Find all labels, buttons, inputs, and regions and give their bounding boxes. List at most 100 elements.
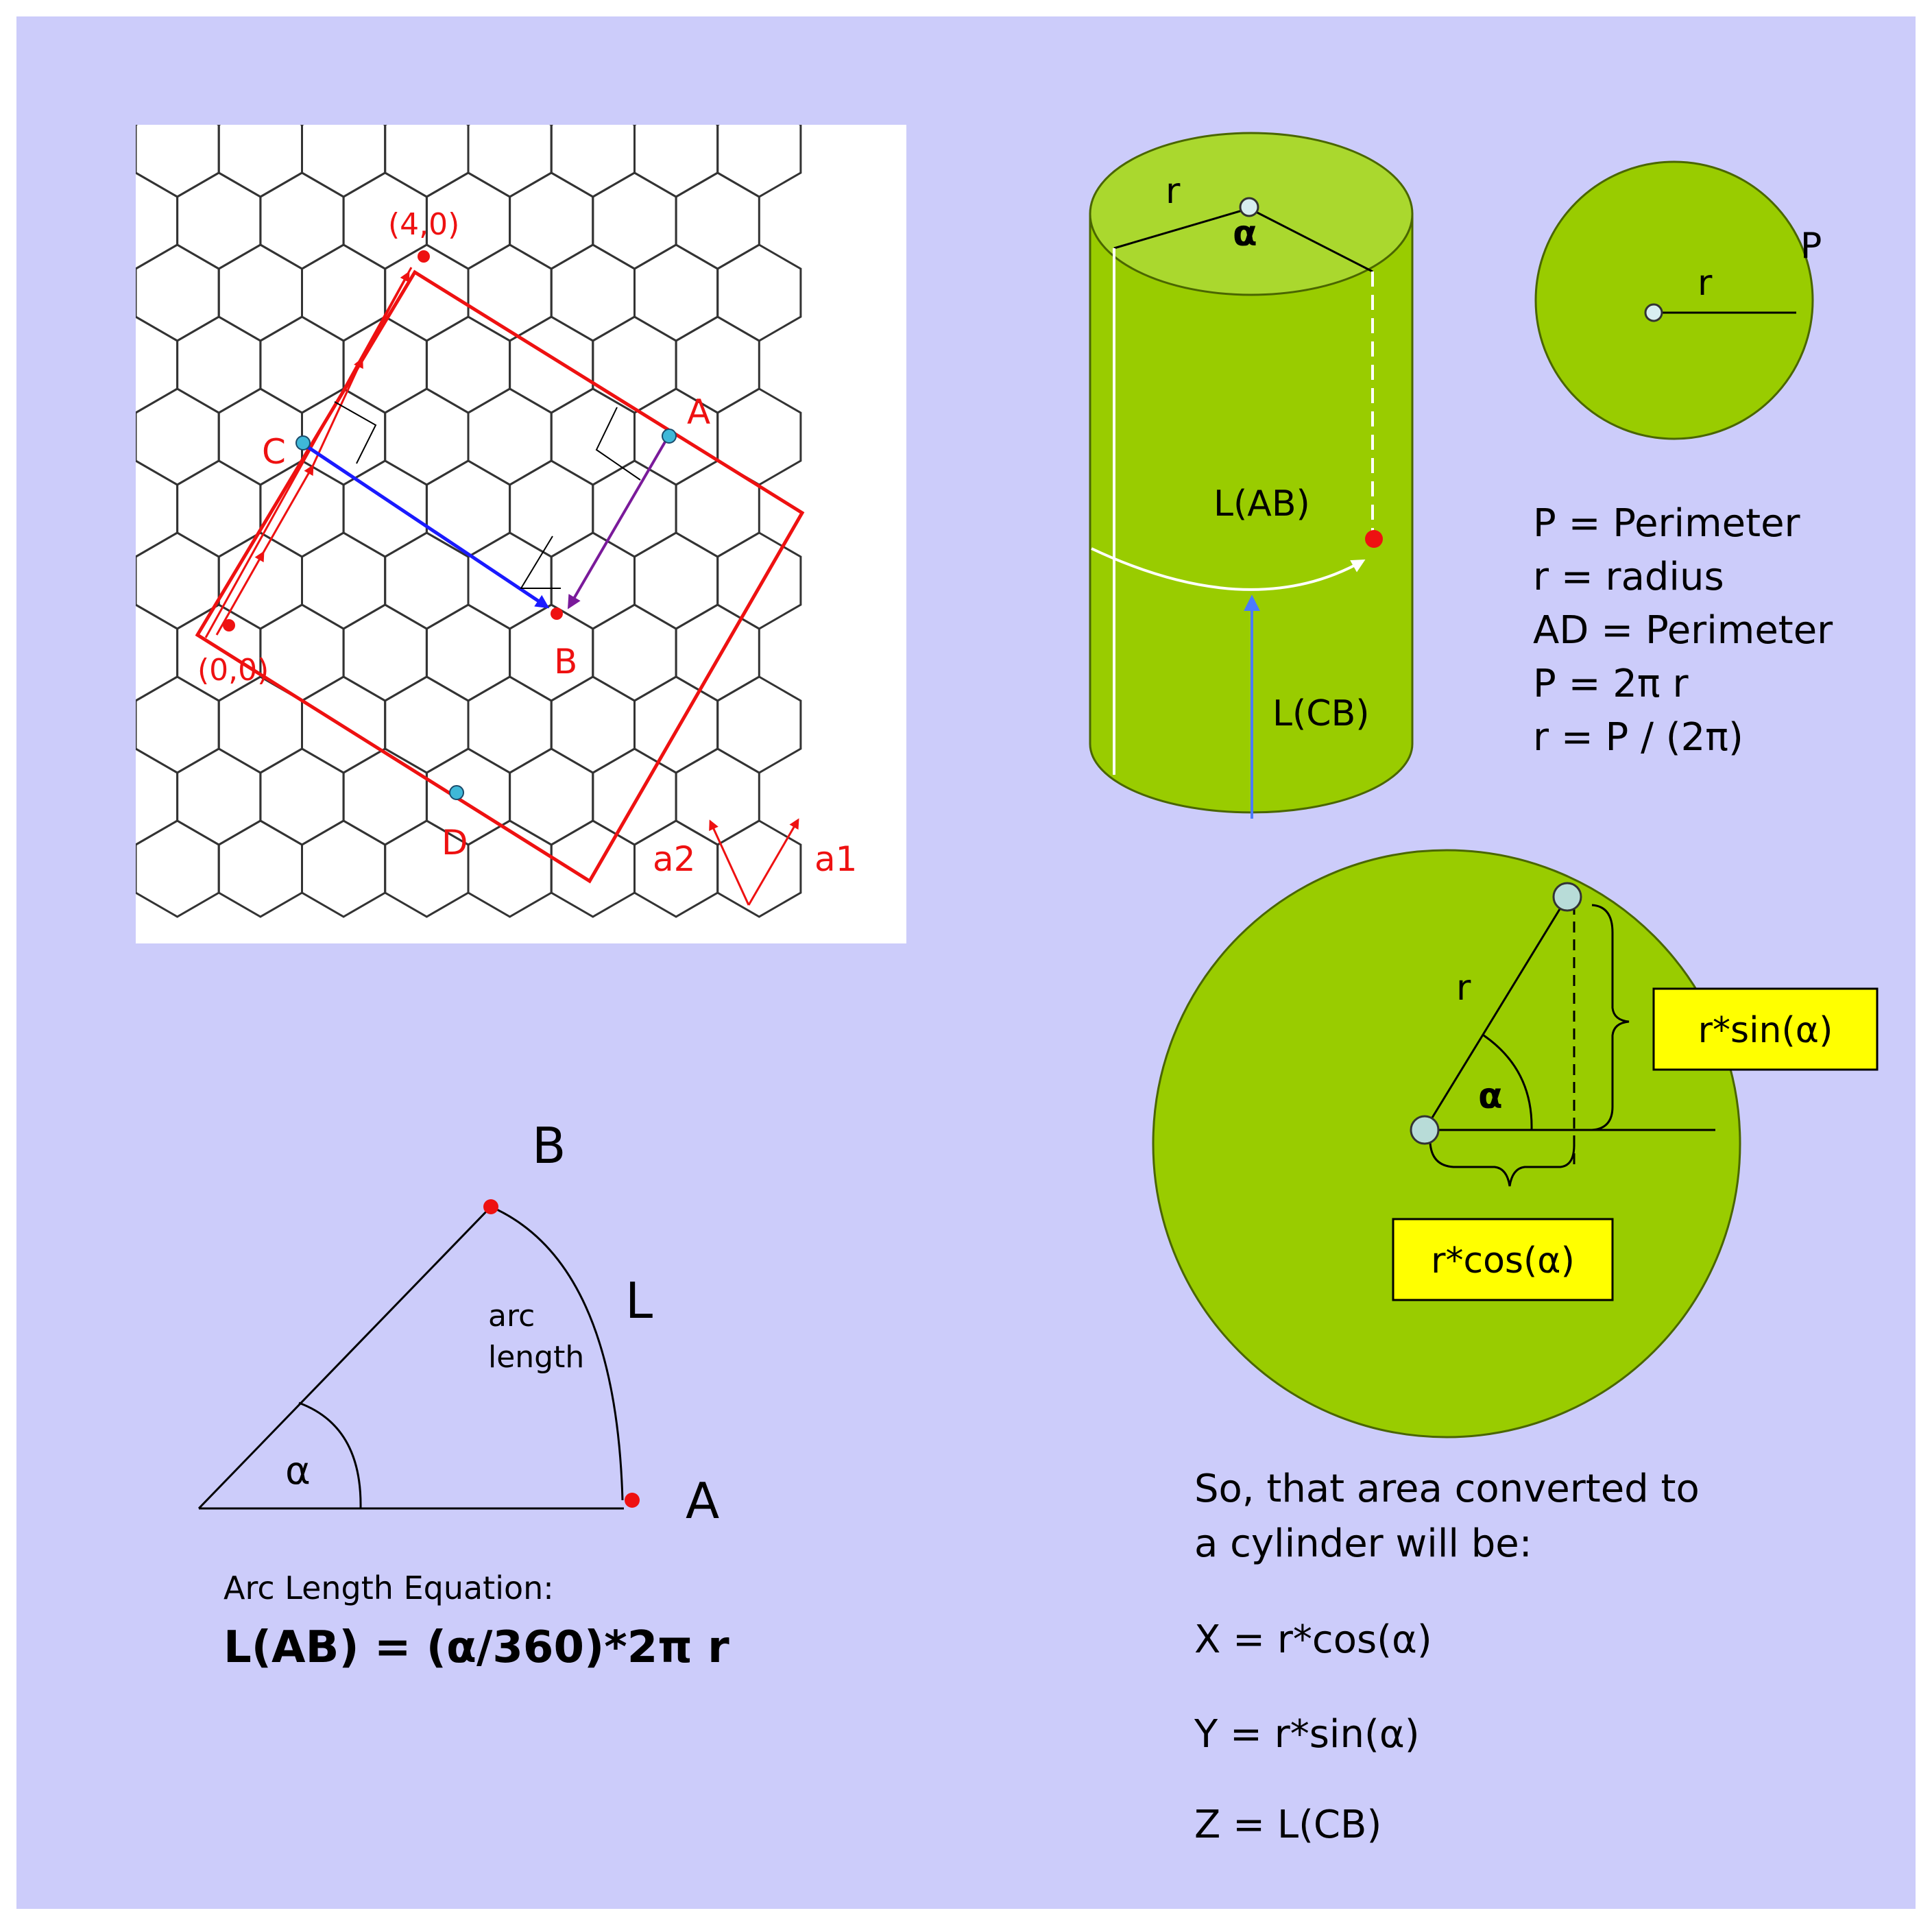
trig-radius-label: r [1456,967,1471,1009]
sin-brace [1591,904,1630,1131]
label-a2: a2 [653,839,695,879]
point-b [551,607,563,620]
perimeter-circle-figure: r P [1534,160,1822,440]
trig-angle-label: α [1478,1076,1503,1117]
sin-label: r*sin(α) [1698,1010,1833,1051]
definitions: P = Perimeter r = radius AD = Perimeter … [1533,501,1833,760]
arc-text-arc: arc [488,1299,535,1334]
cylinder-lab-label: L(AB) [1213,483,1310,525]
label-target: (4,0) [388,207,459,242]
hexagon-cell [11,461,94,557]
arc-figure: B A L arc length α Arc Length Equation: … [197,1117,729,1673]
perimeter-radius-label: r [1698,263,1713,304]
point-origin [223,619,235,631]
conversion-text: So, that area converted to a cylinder wi… [1194,1467,1700,1847]
hexagon-cell [136,555,137,606]
hexagon-cell [716,819,802,918]
label-a: A [687,392,710,432]
cylinder-figure: r α L(AB) L(CB) [1089,132,1414,819]
perimeter-p-label: P [1800,226,1822,267]
arc-angle-label: α [285,1449,311,1493]
cylinder-radius-label: r [1166,171,1181,212]
point-c [295,435,311,450]
arc-length-equation: L(AB) = (α/360)*2π r [224,1622,729,1673]
circumference-arrow [1091,547,1366,591]
perimeter-circle [1534,160,1814,440]
definition-line: r = P / (2π) [1533,715,1743,760]
point-target [418,250,430,263]
hexagon-cell [466,125,470,126]
cylinder-point [1365,530,1383,548]
arc-point-b [483,1199,498,1214]
point-d [449,785,464,800]
label-a1: a1 [814,839,857,879]
hexagon-cell [632,125,637,126]
point-a [662,429,677,444]
conversion-intro-2: a cylinder will be: [1194,1521,1532,1566]
cylinder-radius-left [1113,207,1250,250]
arc-radius-line [197,1205,492,1510]
lattice-panel: (4,0) (0,0) A B C D a2 a1 [11,29,906,943]
arc-label-l: L [625,1272,653,1329]
cos-label: r*cos(α) [1431,1240,1575,1281]
vector-cb [300,441,550,609]
definition-line: AD = Perimeter [1533,608,1833,653]
hexagon-grid [11,29,802,918]
cylinder-lcb-label: L(CB) [1272,693,1370,734]
label-c: C [262,432,286,472]
label-b: B [554,642,577,682]
hexagon-cell [136,125,137,174]
hexagon-cell [136,125,138,126]
arc-text-length: length [488,1340,584,1375]
definition-line: P = Perimeter [1533,501,1801,546]
arc-label-b: B [532,1117,566,1175]
basis-a2-arrow [709,819,750,906]
hexagon-cell [383,125,387,126]
hexagon-cell [217,125,221,126]
definition-line: P = 2π r [1533,662,1689,706]
arc-angle-mark [298,1401,362,1509]
hexagon-cell [136,699,137,750]
trig-angle-mark [1483,1034,1533,1131]
cylinder-radius-right [1248,207,1373,273]
trig-circle-point [1552,882,1582,912]
perimeter-center-point [1644,303,1663,322]
trig-circle [1152,849,1741,1439]
definition-line: r = radius [1533,555,1724,599]
hexagon-cell [11,317,94,413]
arc-curve [490,1205,624,1501]
arc-point-a [625,1493,640,1508]
conversion-intro-1: So, that area converted to [1194,1467,1700,1511]
hexagon-cell [549,125,554,126]
trig-center-point [1410,1115,1440,1145]
conversion-x: X = r*cos(α) [1194,1617,1432,1662]
hexagon-cell [11,29,94,125]
cos-label-box [1392,1218,1614,1301]
trig-radius-line [1423,896,1569,1131]
cos-brace [1429,1142,1575,1187]
right-angle-marks [334,401,641,589]
hexagon-cell [11,749,94,845]
conversion-z: Z = L(CB) [1194,1803,1381,1847]
hexagon-cell [300,125,304,126]
label-d: D [442,823,468,863]
hexagon-cell [136,411,137,462]
basis-vectors [709,818,799,906]
equation-title: Arc Length Equation: [224,1569,554,1606]
hexagon-cell [136,843,137,894]
hexagon-cell [715,125,720,126]
hexagon-cell [11,173,94,269]
conversion-y: Y = r*sin(α) [1194,1712,1420,1757]
sin-label-box [1652,987,1879,1071]
label-origin: (0,0) [197,653,269,688]
vector-ab [567,435,670,610]
basis-a1-arrow [747,818,799,906]
cylinder-body [1089,213,1414,814]
arc-label-a: A [686,1472,719,1530]
hexagon-cell [136,267,137,318]
cylinder-center-point [1239,197,1259,217]
trig-circle-figure: r α r*sin(α) r*cos(α) [1152,849,1879,1439]
cylinder-angle-label: α [1233,213,1257,254]
hexagon-cell [11,605,94,701]
